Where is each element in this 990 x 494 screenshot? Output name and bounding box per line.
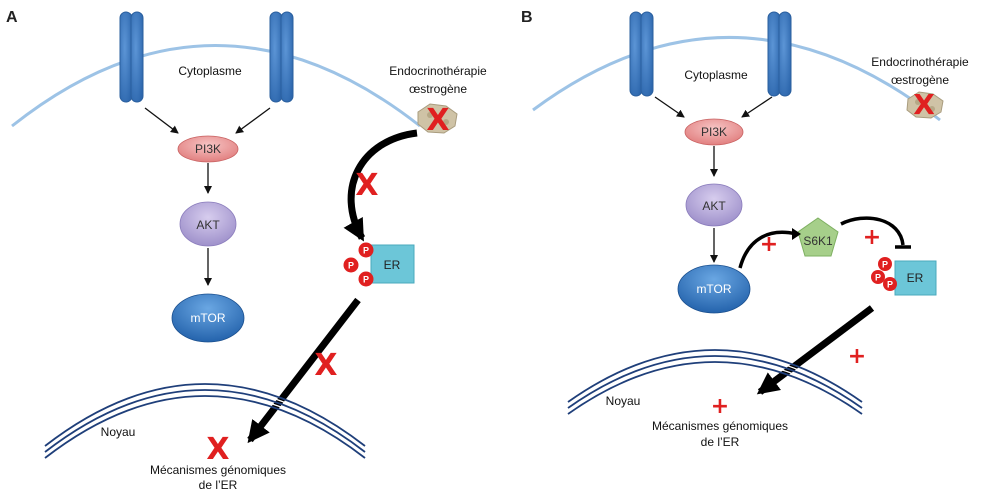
cell-membrane-b <box>532 36 941 122</box>
mtor-node-a: mTOR <box>171 293 245 343</box>
er-translocation-block-mark-a: X <box>314 348 337 383</box>
pi3k-node-b: PI3K <box>684 118 744 146</box>
er-node-b: ER <box>894 260 937 296</box>
er-node-a: ER <box>370 244 415 284</box>
er-to-nucleus-arrow-b <box>756 305 875 395</box>
phospho-b-2: P <box>875 273 881 283</box>
estrogen-molecule-b <box>906 91 944 119</box>
therapy-label-a-line1: Endocrinothérapie <box>389 64 487 78</box>
genomic-label-b-line2: de l’ER <box>701 435 740 449</box>
arrow-receptor-pi3k-b-right <box>741 96 773 118</box>
cytoplasm-label-a: Cytoplasme <box>178 64 242 78</box>
akt-label-a: AKT <box>196 218 220 232</box>
er-to-nucleus-arrow-a <box>247 297 361 444</box>
therapy-label-b-line1: Endocrinothérapie <box>871 55 969 69</box>
noyau-label-b: Noyau <box>606 394 641 408</box>
pi3k-label-a: PI3K <box>195 142 221 156</box>
activation-mark-b-2: + <box>863 225 881 250</box>
receptor-b-left <box>629 11 654 97</box>
s6k1-label-b: S6K1 <box>803 234 833 248</box>
activation-mark-b-4: + <box>711 394 729 419</box>
therapy-to-er-arrow-a <box>343 129 418 242</box>
therapy-block-mark-a: X <box>426 103 449 138</box>
arrow-receptor-pi3k-a-right <box>235 107 271 134</box>
activation-mark-b-1: + <box>760 232 778 257</box>
mtor-to-s6k1-arrow-b <box>738 230 797 269</box>
pi3k-node-a: PI3K <box>177 135 239 163</box>
akt-node-b: AKT <box>685 183 743 227</box>
phospho-b-3: P <box>887 280 893 290</box>
mtor-label-b: mTOR <box>696 282 731 296</box>
panel-b-letter: B <box>521 9 533 26</box>
therapy-label-b-line2: œstrogène <box>891 73 949 87</box>
akt-label-b: AKT <box>702 199 726 213</box>
phospho-group-b: P P P <box>871 257 897 291</box>
panel-a-letter: A <box>6 9 18 26</box>
cell-membrane-a <box>11 44 421 128</box>
receptor-b-right <box>767 11 792 97</box>
panel-a: A Cytoplasme PI3K AKT <box>6 9 487 492</box>
er-label-a: ER <box>384 258 401 272</box>
pi3k-label-b: PI3K <box>701 125 727 139</box>
cytoplasm-label-b: Cytoplasme <box>684 68 748 82</box>
phospho-group-a: P P P <box>343 242 374 287</box>
phospho-a-3: P <box>363 275 369 285</box>
arrow-receptor-pi3k-a-left <box>144 107 179 134</box>
estrogen-molecule-a <box>417 103 458 134</box>
arrow-receptor-pi3k-b-left <box>654 96 685 118</box>
er-binding-block-mark-a: X <box>355 168 378 203</box>
mtor-label-a: mTOR <box>190 311 225 325</box>
phospho-a-1: P <box>363 246 369 256</box>
phospho-b-1: P <box>882 260 888 270</box>
akt-node-a: AKT <box>179 201 237 247</box>
er-label-b: ER <box>907 271 924 285</box>
genomic-label-a-line2: de l’ER <box>199 478 238 492</box>
mtor-node-b: mTOR <box>677 264 751 314</box>
receptor-a-left <box>119 11 144 103</box>
genomic-label-b-line1: Mécanismes génomiques <box>652 419 788 433</box>
therapy-block-mark-b: X <box>913 88 935 121</box>
therapy-label-a-line2: œstrogène <box>409 82 467 96</box>
activation-mark-b-3: + <box>848 344 866 369</box>
genomic-label-a-line1: Mécanismes génomiques <box>150 463 286 477</box>
genomic-block-mark-a: X <box>206 432 229 467</box>
s6k1-node-b: S6K1 <box>797 217 839 257</box>
noyau-label-a: Noyau <box>101 425 136 439</box>
panel-b: B Cytoplasme PI3K AKT mTOR <box>521 9 969 449</box>
phospho-a-2: P <box>348 261 354 271</box>
s6k1-to-er-arrow-b <box>840 216 905 246</box>
receptor-a-right <box>269 11 294 103</box>
nuclear-membrane-b <box>567 349 863 415</box>
nuclear-membrane-a <box>44 383 366 459</box>
